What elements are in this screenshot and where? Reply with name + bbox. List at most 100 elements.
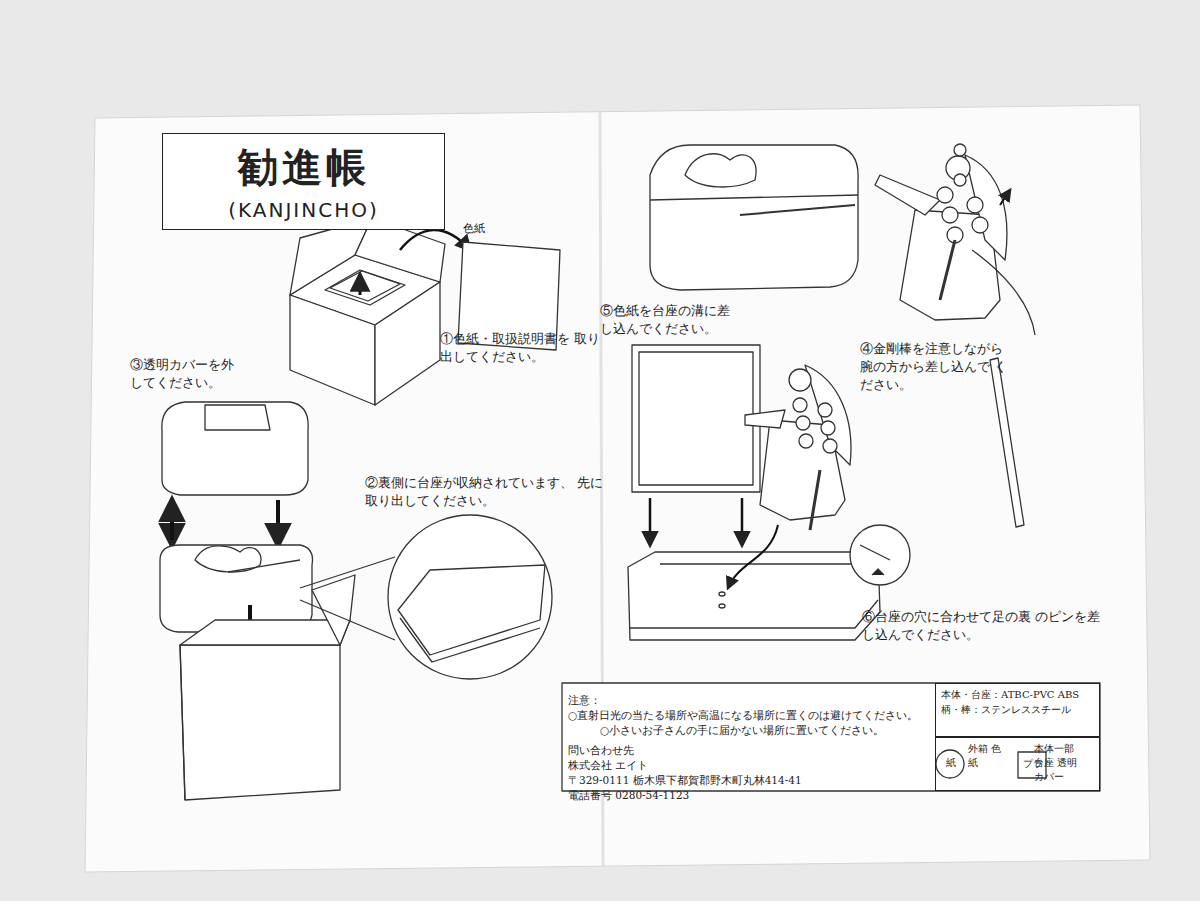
base-detail-callout: [388, 515, 552, 679]
open-box: [290, 295, 375, 405]
base-tray: [719, 604, 725, 608]
kabuki-figure: [875, 175, 940, 215]
step-instruction: ⑥台座の穴に合わせて足の裏 のピンを差し込んでください。: [862, 608, 1102, 644]
step-instruction: ③透明カバーを外 してください。: [130, 356, 250, 392]
note-text: ○小さいお子さんの手に届かない場所に置いてください。: [568, 723, 929, 738]
recycle-mark: [936, 750, 964, 778]
kabuki-figure: [942, 207, 958, 223]
note-text: ○直射日光の当たる場所や高温になる場所に置くのは避けてください。: [568, 708, 929, 723]
note-text: 株式会社 エイト: [568, 758, 929, 773]
open-box: [330, 271, 400, 301]
kabuki-figure: [972, 217, 988, 233]
box-with-figure: [650, 195, 858, 200]
kabuki-figure: [823, 439, 837, 453]
kabuki-figure: [967, 197, 983, 213]
recycle-symbol-text: プラ: [1020, 757, 1046, 772]
base-tray: [628, 552, 880, 640]
base-detail-callout: [300, 600, 395, 640]
kabuki-figure: [796, 416, 810, 430]
kabuki-figure: [793, 398, 807, 412]
transparent-cover: [170, 500, 174, 545]
material-cell: 外箱 色紙本体一部 台座 透明カバー: [935, 737, 1100, 791]
pin-detail-callout: [872, 569, 884, 575]
kabuki-figure: [875, 144, 1035, 335]
base-detail-callout: [300, 557, 395, 588]
base-tray: [719, 592, 725, 596]
notes-frame: [562, 683, 1100, 791]
transparent-cover: [276, 500, 280, 545]
transparent-cover: [170, 500, 174, 540]
note-text: 本体・台座：ATBC-PVC ABS: [941, 688, 1094, 703]
kabuki-figure: [799, 434, 813, 448]
kabuki-figure: [972, 250, 1035, 335]
transparent-cover: [205, 405, 270, 430]
base-tray: [728, 525, 778, 588]
step-instruction: ①色紙・取扱説明書を 取り出してください。: [440, 330, 600, 366]
subtitle-text: (KANJINCHO): [171, 196, 436, 225]
pin-detail-callout: [850, 525, 910, 585]
base-detail-callout: [300, 515, 552, 679]
paper-sheet-insert: [649, 498, 652, 545]
kabuki-figure: [954, 144, 966, 156]
title-text: 勧進帳: [171, 138, 436, 196]
box-with-figure: [685, 154, 756, 187]
kabuki-figure: [745, 365, 851, 530]
kabuki-figure: [810, 470, 820, 530]
step-instruction: ④金剛棒を注意しながら 腕の方から差し込んで ください。: [860, 340, 1010, 394]
outer-box: [180, 620, 350, 645]
paper-sheet-insert: [741, 498, 744, 545]
note-text: 柄・棒：ステンレススチール: [941, 703, 1094, 718]
notes-frame: [562, 683, 1100, 791]
recycle-symbol-text: 紙: [943, 756, 959, 771]
open-box: [400, 230, 470, 250]
outer-box: [180, 645, 340, 800]
pin-detail-callout: [860, 545, 890, 560]
kongo-staff: [990, 358, 1024, 527]
base-detail-callout: [398, 565, 545, 655]
paper-sheet-insert: [632, 345, 760, 545]
kabuki-figure: [940, 240, 955, 300]
kabuki-figure: [821, 421, 835, 435]
transparent-cover: [162, 402, 308, 545]
note-text: 注意：: [568, 694, 601, 706]
inner-box: [160, 545, 313, 632]
paper-sheet-insert: [639, 352, 753, 485]
base-tray: [660, 563, 860, 564]
outer-box: [312, 575, 355, 645]
note-text: 問い合わせ先: [568, 744, 634, 756]
note-text: 〒329-0111 栃木県下都賀郡野木町丸林414-41: [568, 773, 929, 788]
open-box: [359, 275, 362, 295]
kabuki-figure: [954, 174, 966, 186]
open-box: [290, 218, 470, 405]
box-with-figure: [650, 145, 858, 290]
kabuki-figure: [745, 410, 785, 428]
material-cell: 本体・台座：ATBC-PVC ABS柄・棒：ステンレススチール: [935, 683, 1100, 737]
kabuki-figure: [937, 187, 953, 203]
note-text: 外箱 色紙: [968, 742, 1008, 770]
kabuki-figure: [900, 210, 1000, 320]
kabuki-figure: [1000, 190, 1010, 205]
base-tray: [630, 600, 878, 628]
recycle-mark: [936, 750, 1046, 778]
kongo-staff: [990, 358, 1024, 527]
open-box: [325, 270, 405, 305]
outer-box: [180, 575, 355, 800]
paper-sheet-insert: [632, 345, 760, 492]
outer-box: [180, 645, 185, 800]
kabuki-figure: [965, 155, 1007, 260]
note-text: 電話番号 0280-54-1123: [568, 788, 929, 803]
step-instruction: ⑤色紙を台座の溝に差 し込んでください。: [600, 302, 740, 338]
box-with-figure: [740, 205, 855, 215]
notes-panel: 注意： ○直射日光の当たる場所や高温になる場所に置くのは避けてください。○小さいお…: [562, 683, 935, 810]
kabuki-figure: [805, 365, 851, 465]
step-instruction: ②裏側に台座が収納されています、 先に取り出してください。: [365, 474, 610, 510]
box-with-figure: [650, 145, 858, 290]
part-label: 色紙: [463, 221, 503, 237]
kabuki-figure: [789, 369, 811, 391]
drawing-part: [85, 105, 1150, 872]
transparent-cover: [162, 402, 308, 495]
base-detail-callout: [400, 618, 540, 662]
title-box: 勧進帳(KANJINCHO): [162, 133, 445, 230]
kabuki-figure: [818, 403, 832, 417]
